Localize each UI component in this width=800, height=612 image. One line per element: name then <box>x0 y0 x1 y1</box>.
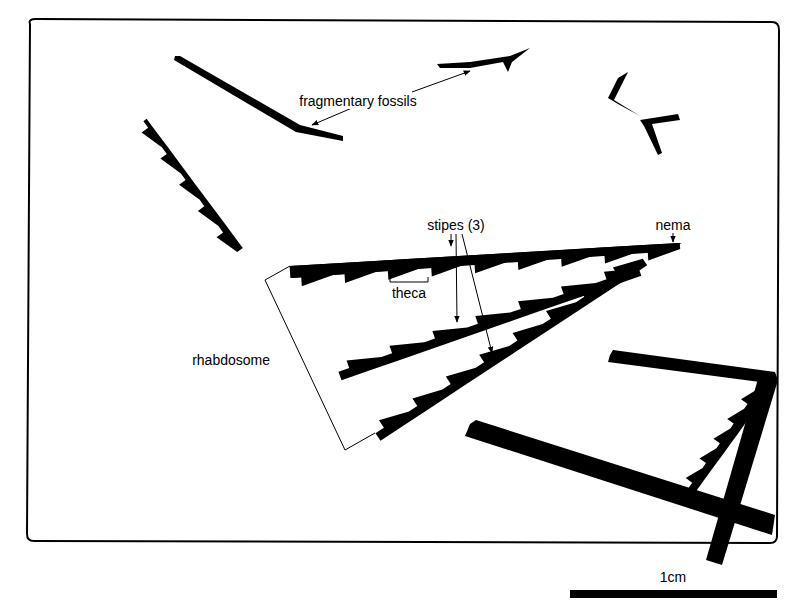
part-label: fragmentary fossils <box>297 93 418 109</box>
stipe <box>142 119 243 252</box>
fossil-fragment <box>437 48 530 72</box>
part-label: nema <box>653 217 692 233</box>
fossil-fragment <box>706 372 778 565</box>
leader-lines <box>265 71 673 450</box>
part-label: theca <box>390 285 428 301</box>
part-label: stipes (3) <box>425 217 487 233</box>
stipe <box>376 259 648 441</box>
fossil-fragment <box>290 243 682 278</box>
graptolite-fossils <box>142 48 778 565</box>
stipe <box>686 389 766 492</box>
fossil-fragment <box>640 114 680 155</box>
scale-bar <box>570 590 777 598</box>
fossil-fragment <box>608 350 778 382</box>
scale-label: 1cm <box>658 569 688 585</box>
part-label: rhabdosome <box>190 352 272 368</box>
fossil-fragment <box>608 72 640 116</box>
slab-outline <box>27 19 779 543</box>
